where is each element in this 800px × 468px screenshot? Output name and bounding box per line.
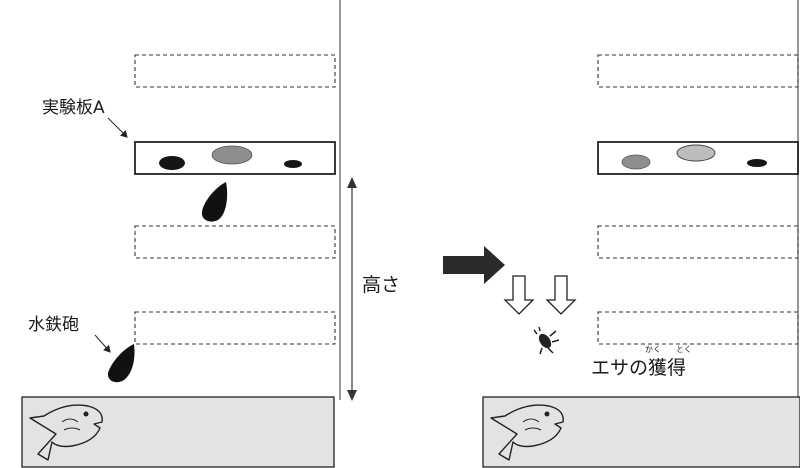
water-drop [107,344,135,383]
capture-label: エサの獲得 [591,357,686,379]
right-fish-tank [482,396,800,468]
transition-arrow-icon [443,246,505,284]
plate-a-pointer [107,117,128,138]
empty-plate-slot [597,54,799,88]
water-jet-label: 水鉄砲 [28,315,79,335]
dark-spot [284,160,302,168]
empty-plate-slot [597,225,799,259]
height-label: 高さ [362,274,400,296]
empty-plate-slot [134,311,336,345]
height-arrow [347,177,357,401]
ruby-kaku: かく [645,345,661,354]
empty-plate-slot [134,225,336,259]
fish-icon [29,404,103,461]
water-jet-pointer [94,334,111,353]
grey-spot [621,154,651,170]
water-drop [201,182,228,222]
empty-plate-slot [597,311,799,345]
experiment-plate-a-after [597,141,799,175]
experiment-plate-a [134,141,336,175]
grey-spot [211,145,253,165]
dark-spot [159,156,185,170]
right-panel: かく とく エサの獲得 [482,0,800,468]
fish-icon [490,404,564,461]
falling-arrows [503,275,577,315]
left-fish-tank [21,396,335,468]
falling-prey-icon [533,326,560,355]
dark-spot [747,159,767,167]
left-panel: 実験板A 水鉄砲 高さ [21,0,400,468]
plate-a-label: 実験板A [42,98,105,118]
grey-spot [676,144,716,162]
ruby-toku: とく [676,345,692,354]
empty-plate-slot [134,54,336,88]
